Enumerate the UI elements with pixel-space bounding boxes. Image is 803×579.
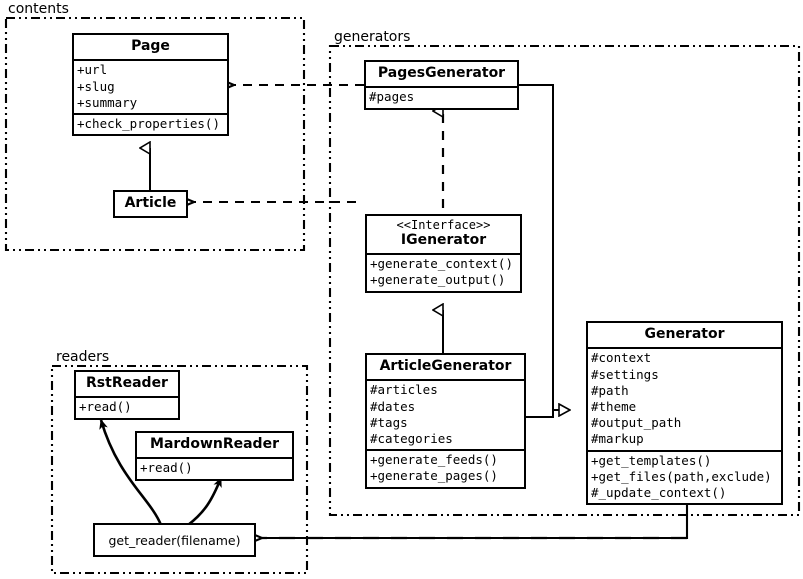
class-mardownreader-name: MardownReader — [150, 436, 279, 452]
class-rstreader-methods: +read() — [76, 396, 178, 417]
edge-getreader-to-rstreader — [99, 419, 163, 526]
method: +read() — [79, 399, 132, 415]
attribute: #categories — [370, 431, 453, 446]
class-pagesgenerator-attributes: #pages — [366, 86, 517, 107]
class-articlegenerator[interactable]: ArticleGenerator #articles #dates #tags … — [365, 353, 526, 489]
package-label-generators: generators — [332, 29, 413, 45]
attribute: #articles — [370, 382, 438, 398]
attribute: #markup — [591, 431, 644, 447]
class-igenerator-stereotype: <<Interface>> — [396, 218, 491, 232]
method: +generate_output() — [370, 272, 506, 288]
attribute: +summary — [77, 94, 138, 110]
class-igenerator-name: IGenerator — [400, 231, 487, 248]
method: +generate_feeds() — [370, 452, 498, 468]
class-article[interactable]: Article — [113, 190, 188, 219]
edge-pagesgenerator-to-generator — [519, 84, 570, 410]
class-rstreader[interactable]: RstReader +read() — [74, 370, 180, 420]
class-igenerator-header: <<Interface>> IGenerator — [367, 216, 520, 253]
method: +get_templates() — [591, 452, 712, 468]
package-label-readers: readers — [54, 349, 112, 365]
attribute: +url — [77, 62, 108, 78]
class-articlegenerator-methods: +generate_feeds() +generate_pages() — [367, 449, 524, 486]
class-page-attributes: +url +slug +summary — [74, 59, 227, 113]
package-frame-readers — [50, 364, 309, 575]
package-frame-contents — [4, 16, 306, 252]
class-pagesgenerator[interactable]: PagesGenerator #pages — [364, 60, 519, 110]
attribute: #output_path — [591, 415, 682, 431]
method: +check_properties() — [77, 116, 220, 131]
class-pagesgenerator-name: PagesGenerator — [377, 65, 506, 81]
attribute: +slug — [77, 78, 115, 94]
class-generator-attributes: #context #settings #path #theme #output_… — [588, 347, 781, 449]
class-mardownreader[interactable]: MardownReader +read() — [135, 431, 294, 481]
class-article-name: Article — [124, 195, 177, 211]
class-page[interactable]: Page +url +slug +summary +check_properti… — [72, 33, 229, 137]
class-igenerator[interactable]: <<Interface>> IGenerator +generate_conte… — [365, 214, 522, 293]
class-page-name: Page — [131, 38, 170, 54]
class-rstreader-name: RstReader — [86, 375, 168, 391]
package-frame-generators — [328, 44, 801, 517]
attribute: #pages — [369, 89, 415, 105]
class-generator-name: Generator — [644, 326, 725, 342]
attribute: #context — [591, 350, 652, 366]
class-articlegenerator-attributes: #articles #dates #tags #categories — [367, 379, 524, 449]
attribute: #dates — [370, 398, 416, 414]
edge-getreader-to-mardownreader — [187, 477, 223, 527]
attribute: #settings — [591, 366, 659, 382]
class-generator[interactable]: Generator #context #settings #path #them… — [586, 321, 783, 506]
class-igenerator-methods: +generate_context() +generate_output() — [367, 253, 520, 290]
method: +read() — [140, 460, 193, 476]
attribute: #tags — [370, 414, 408, 430]
method: +generate_pages() — [370, 468, 498, 484]
method: #_update_context() — [591, 485, 727, 501]
attribute: #theme — [591, 399, 637, 414]
function-get-reader-label: get_reader(filename) — [108, 532, 241, 548]
package-label-contents: contents — [6, 1, 71, 17]
function-get-reader[interactable]: get_reader(filename) — [93, 523, 256, 557]
class-mardownreader-methods: +read() — [137, 457, 292, 478]
attribute: #path — [591, 382, 629, 398]
class-page-methods: +check_properties() — [74, 113, 227, 134]
class-generator-methods: +get_templates() +get_files(path,exclude… — [588, 449, 781, 504]
class-articlegenerator-name: ArticleGenerator — [379, 358, 512, 374]
edge-articlegenerator-to-generator — [526, 410, 554, 418]
method: +generate_context() — [370, 256, 513, 272]
method: +get_files(path,exclude) — [591, 468, 772, 484]
